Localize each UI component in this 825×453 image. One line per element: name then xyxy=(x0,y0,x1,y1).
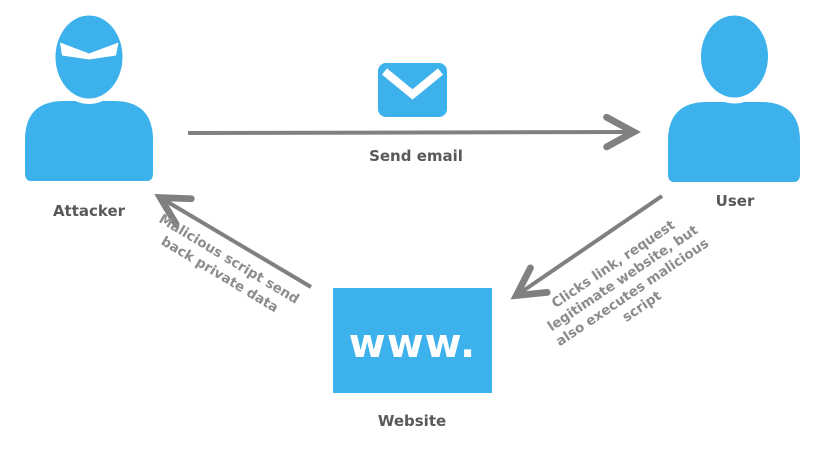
user-body xyxy=(668,102,800,182)
website-box: www. xyxy=(333,288,492,393)
website-label: Website xyxy=(377,412,447,430)
attacker-icon xyxy=(25,10,153,181)
envelope-icon xyxy=(378,63,447,117)
user-head xyxy=(701,15,768,98)
send-email-label: Send email xyxy=(369,147,463,165)
attacker-label: Attacker xyxy=(52,202,126,220)
website-box-text: www. xyxy=(348,321,477,367)
user-icon xyxy=(668,9,800,182)
attacker-mask-eyes xyxy=(60,42,119,60)
arrow-attacker-to-user xyxy=(187,113,641,151)
envelope-flap xyxy=(381,68,444,100)
arrow-user-to-website xyxy=(510,194,664,300)
arrow-website-to-attacker xyxy=(154,193,313,289)
user-label: User xyxy=(715,192,755,210)
attacker-body xyxy=(25,101,153,181)
